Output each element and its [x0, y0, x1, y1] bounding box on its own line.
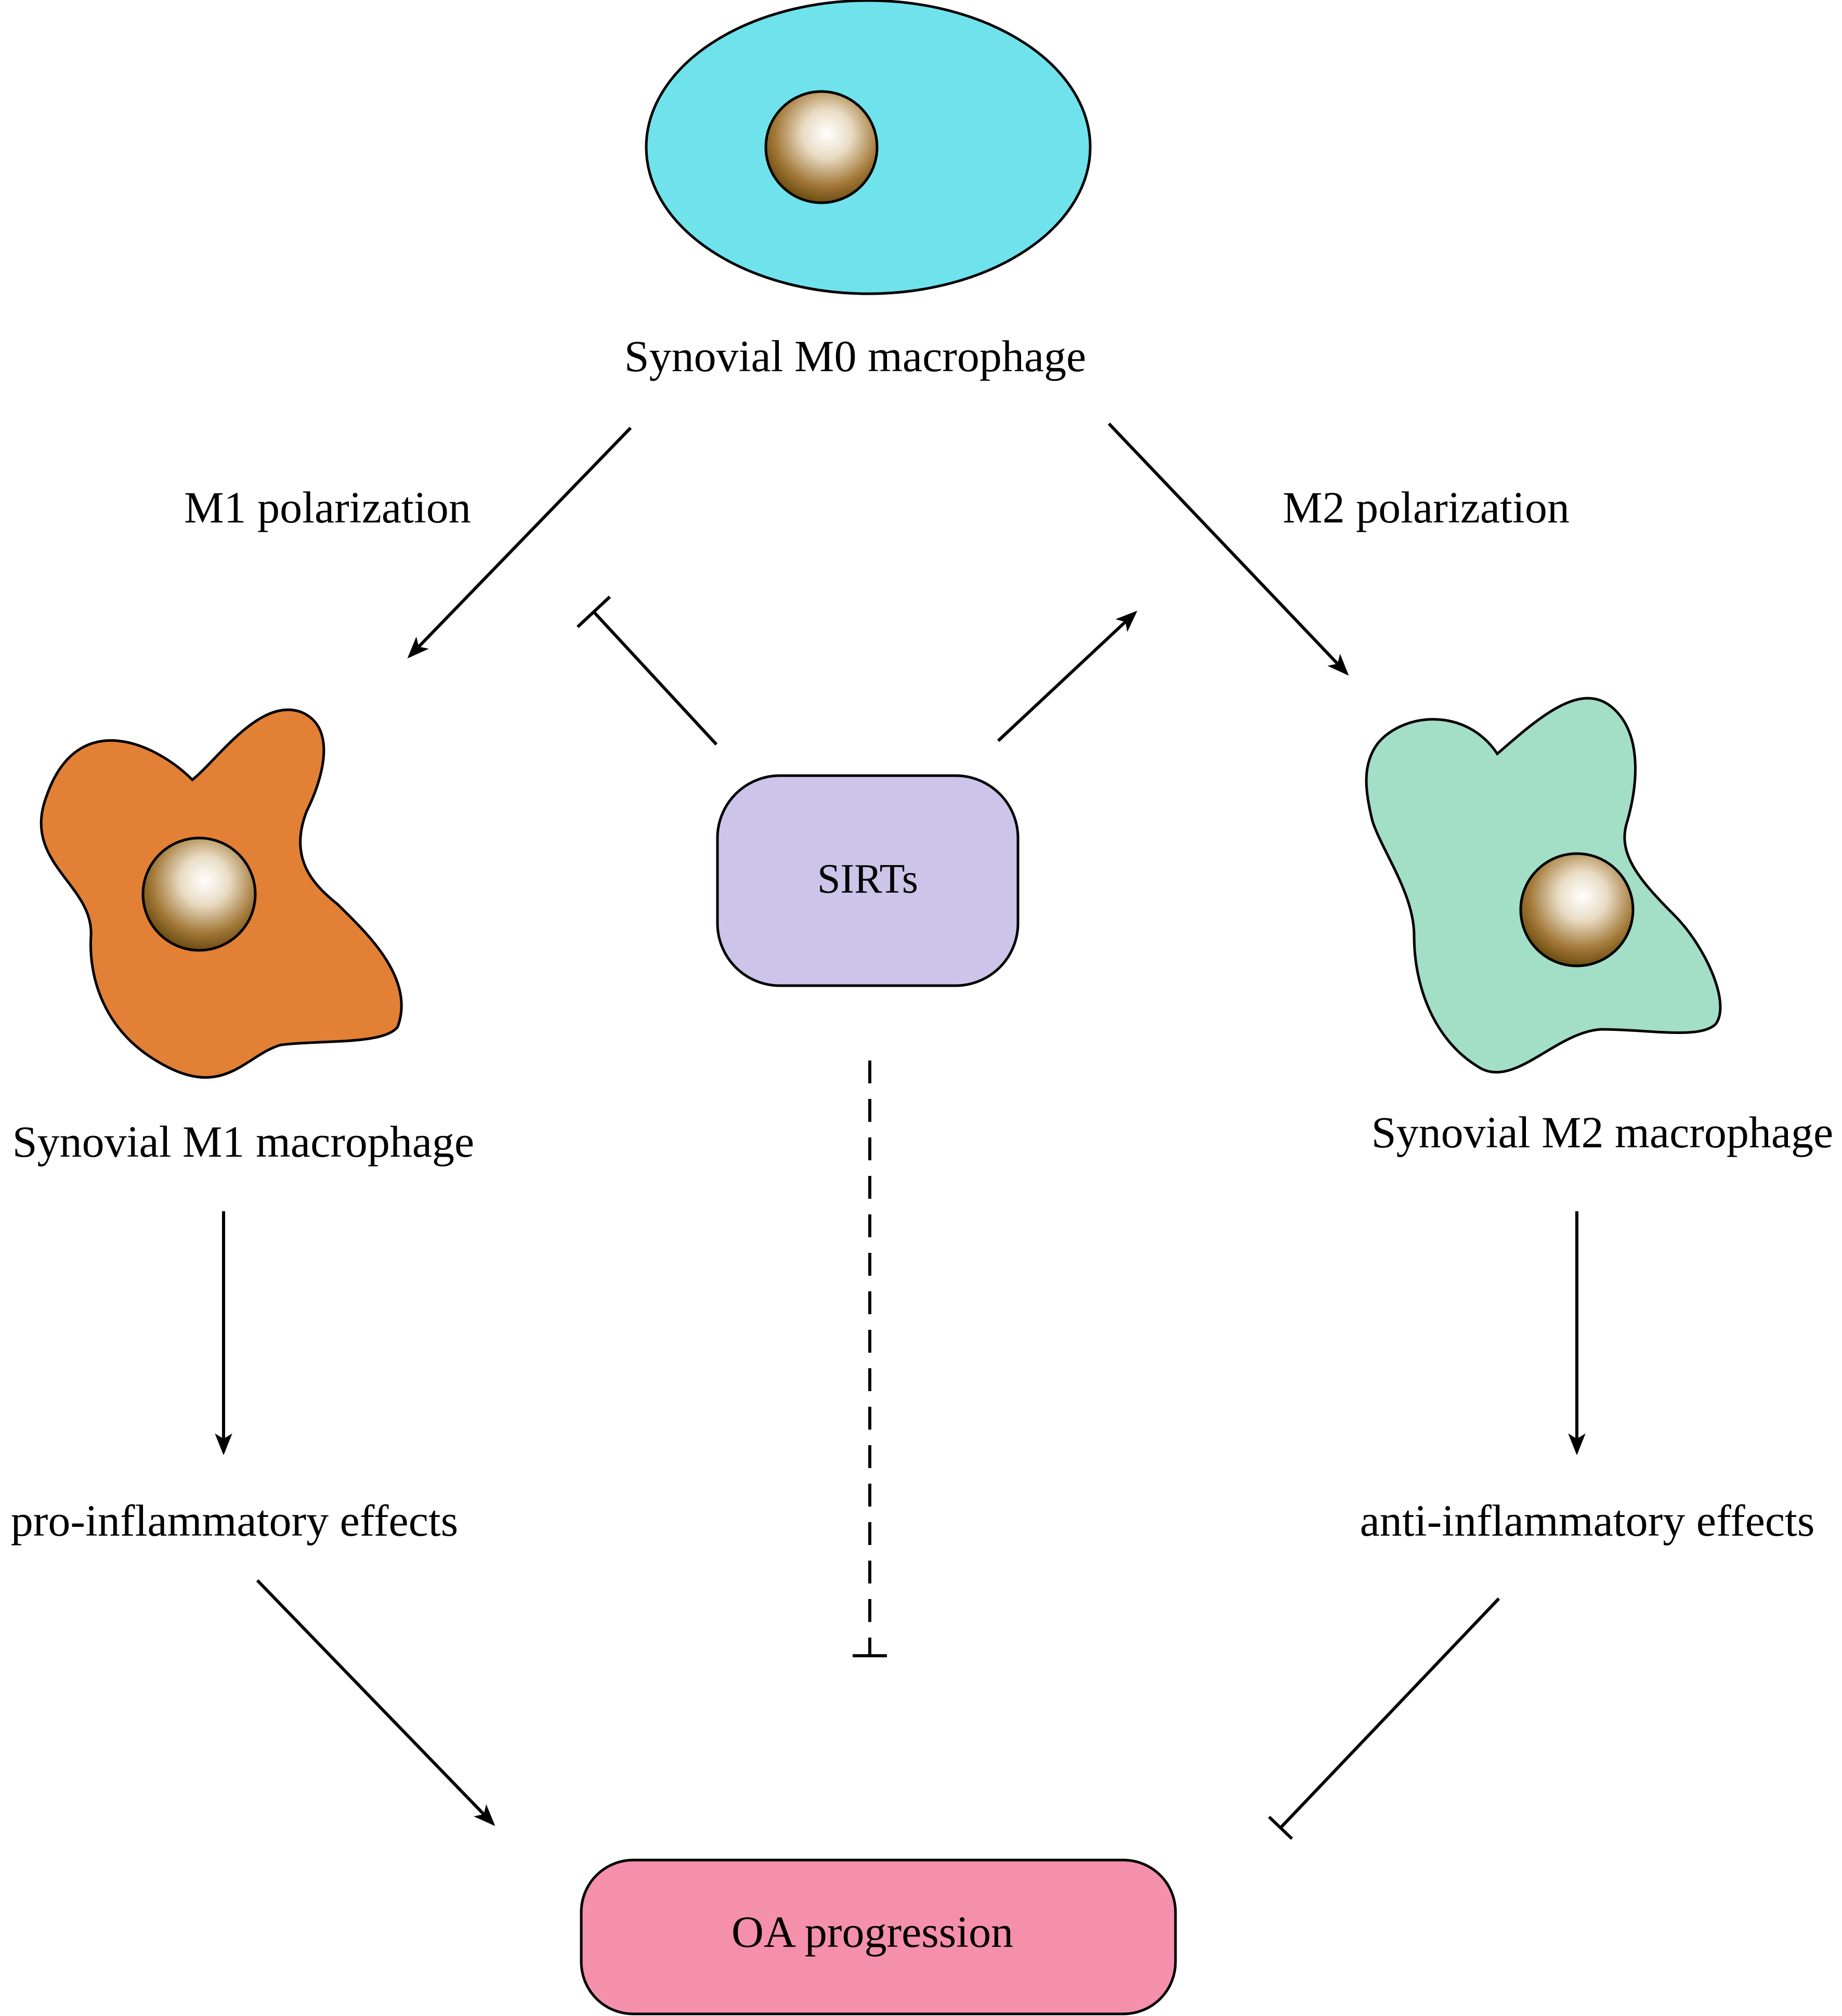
oa-progression-node: OA progression [580, 1858, 1177, 2015]
sirts-node: SIRTs [716, 774, 1020, 987]
oa-progression-label: OA progression [731, 1907, 1013, 1957]
m1-polarization-label: M1 polarization [184, 482, 471, 532]
inhibit-anti-effects-to-oa [1268, 1597, 1500, 1840]
m1-label: Synovial M1 macrophage [12, 1117, 474, 1167]
arrow-sirts-to-m2-polarization [997, 610, 1138, 742]
m2-nucleus [1519, 852, 1635, 967]
m1-nucleus [141, 836, 257, 952]
sirts-label: SIRTs [817, 856, 918, 902]
pro-effects-label: pro-inflammatory effects [11, 1496, 458, 1546]
m0-label: Synovial M0 macrophage [624, 331, 1086, 381]
m1-macrophage-cell [40, 708, 403, 1079]
arrow-m0-to-m2 [1107, 422, 1349, 676]
arrow-pro-effects-to-oa [256, 1579, 495, 1826]
arrow-m0-to-m1 [407, 426, 632, 659]
sirts-box [716, 774, 1020, 987]
m2-macrophage-cell [1365, 697, 1722, 1074]
m2-label: Synovial M2 macrophage [1371, 1107, 1833, 1157]
inhibit-sirts-to-m1-polarization [576, 595, 718, 746]
m0-nucleus [764, 90, 879, 204]
inhibit-sirts-to-oa-dashed [853, 1061, 887, 1657]
anti-effects-label: anti-inflammatory effects [1360, 1496, 1815, 1546]
m2-polarization-label: M2 polarization [1283, 482, 1570, 532]
oa-progression-box [580, 1858, 1177, 2015]
m0-macrophage-cell [645, 0, 1092, 295]
